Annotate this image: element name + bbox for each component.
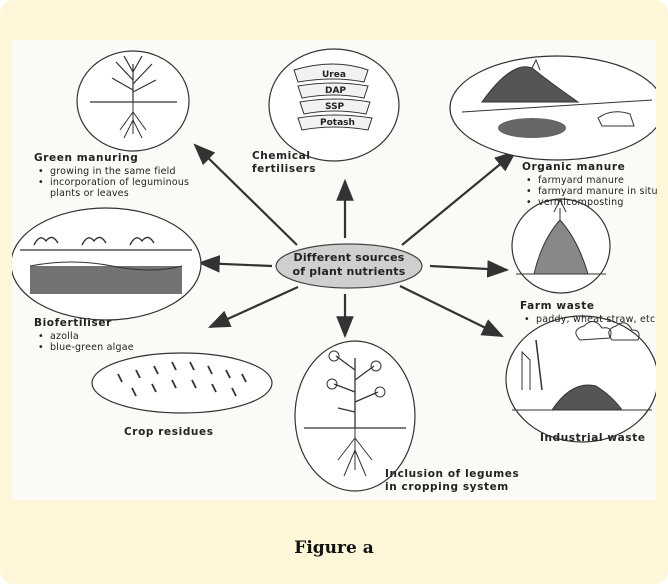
biofertiliser-title: Biofertiliser (34, 317, 112, 329)
industrial-waste-label: Industrial waste (540, 432, 646, 444)
green-manuring-illustration (76, 50, 190, 152)
chemical-label: Chemical fertilisers (252, 150, 316, 176)
farm-waste-illustration (511, 198, 611, 294)
green-manuring-title: Green manuring (34, 152, 139, 164)
organic-bullet-1: farmyard manure (526, 175, 658, 186)
center-ellipse (275, 243, 423, 289)
biofertiliser-bullet-2: blue-green algae (38, 342, 134, 353)
green-manuring-bullet-1: growing in the same field (38, 166, 189, 177)
organic-manure-title: Organic manure (522, 161, 626, 173)
legumes-label: Inclusion of legumes in cropping system (385, 468, 519, 494)
arrow-industrial (399, 285, 504, 337)
center-label-line2: of plant nutrients (292, 265, 406, 278)
organic-manure-illustration (449, 55, 656, 161)
arrow-organic (401, 150, 517, 246)
arrow-biofertiliser (197, 255, 273, 273)
center-label: Different sources of plant nutrients (284, 251, 414, 279)
arrow-green-manuring (193, 143, 298, 246)
figure-caption: Figure a (294, 538, 374, 558)
farm-waste-title: Farm waste (520, 300, 595, 312)
chemical-label-line1: Chemical (252, 150, 311, 162)
legumes-illustration (294, 340, 416, 492)
legumes-label-line1: Inclusion of legumes (385, 468, 520, 480)
green-manuring-label: Green manuring growing in the same field… (34, 152, 189, 199)
green-manuring-bullet-2-cont: plants or leaves (50, 188, 129, 199)
crop-residues-illustration (91, 352, 273, 414)
chemical-fertilisers-illustration: Urea DAP SSP Potash (268, 48, 400, 162)
arrow-crop-residues (207, 285, 299, 329)
sack-urea: Urea (322, 70, 346, 80)
sack-potash: Potash (320, 118, 355, 128)
green-manuring-bullet-2: incorporation of leguminous (38, 177, 189, 188)
center-label-line1: Different sources (293, 251, 405, 264)
industrial-waste-illustration (505, 315, 656, 443)
legumes-label-line2: in cropping system (385, 481, 509, 493)
biofertiliser-illustration (12, 207, 202, 321)
sack-ssp: SSP (325, 102, 345, 112)
biofertiliser-label: Biofertiliser azolla blue-green algae (34, 317, 134, 353)
crop-residues-label: Crop residues (124, 426, 214, 438)
organic-bullet-2: farmyard manure in situ (526, 186, 658, 197)
organic-manure-label: Organic manure farmyard manure farmyard … (522, 161, 658, 208)
nutrient-sources-diagram: Urea DAP SSP Potash (12, 48, 656, 492)
biofertiliser-bullet-1: azolla (38, 331, 134, 342)
farm-waste-bullet-1: paddy, wheat straw, etc (524, 314, 655, 325)
sack-dap: DAP (325, 86, 346, 96)
arrow-farm-waste (429, 260, 510, 278)
farm-waste-label: Farm waste paddy, wheat straw, etc (520, 300, 655, 325)
chemical-label-line2: fertilisers (252, 163, 317, 175)
organic-bullet-3: vermicomposting (526, 197, 658, 208)
